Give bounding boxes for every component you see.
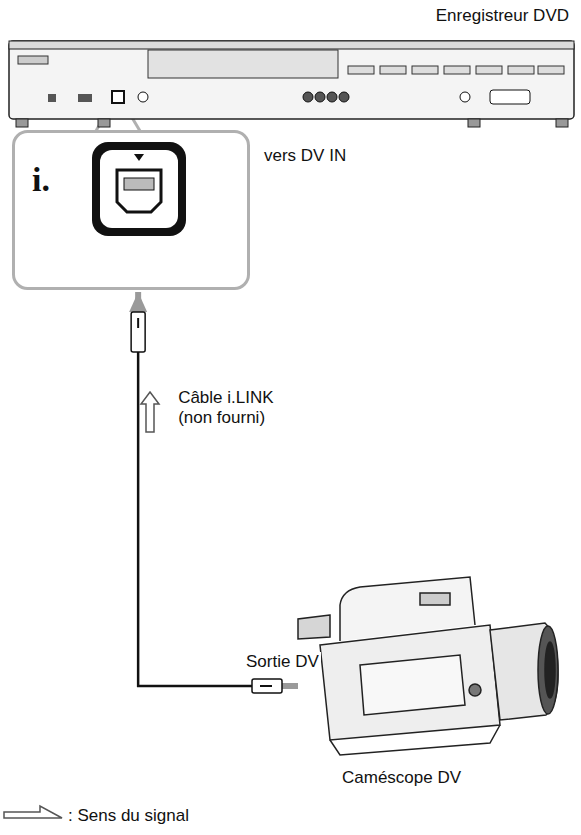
outline xyxy=(298,577,558,755)
legend-text: : Sens du signal xyxy=(66,806,191,826)
device-drawing xyxy=(12,130,250,290)
ilink-logo: i. xyxy=(30,160,52,201)
port-label: Sortie DV xyxy=(244,652,321,672)
device-label: vers DV IN xyxy=(262,146,348,166)
port-inset: vers DV IN xyxy=(12,130,250,290)
device-drawing xyxy=(8,40,575,128)
cable-plug xyxy=(131,312,145,352)
cable-label: Câble i.LINK (non fourni) xyxy=(176,388,298,429)
recorder-unit: Enregistreur DVD xyxy=(8,40,575,128)
camcorder: Caméscope DV xyxy=(300,575,562,760)
cable-plug xyxy=(252,679,282,693)
legend-arrow xyxy=(4,806,62,818)
connectors xyxy=(131,292,298,693)
outline xyxy=(14,132,249,289)
signal-arrow xyxy=(141,392,159,432)
ilink-cable xyxy=(131,292,298,693)
device-drawing xyxy=(300,575,562,760)
outline xyxy=(9,41,574,127)
device-label: Caméscope DV xyxy=(340,768,463,788)
device-label: Enregistreur DVD xyxy=(434,6,571,26)
